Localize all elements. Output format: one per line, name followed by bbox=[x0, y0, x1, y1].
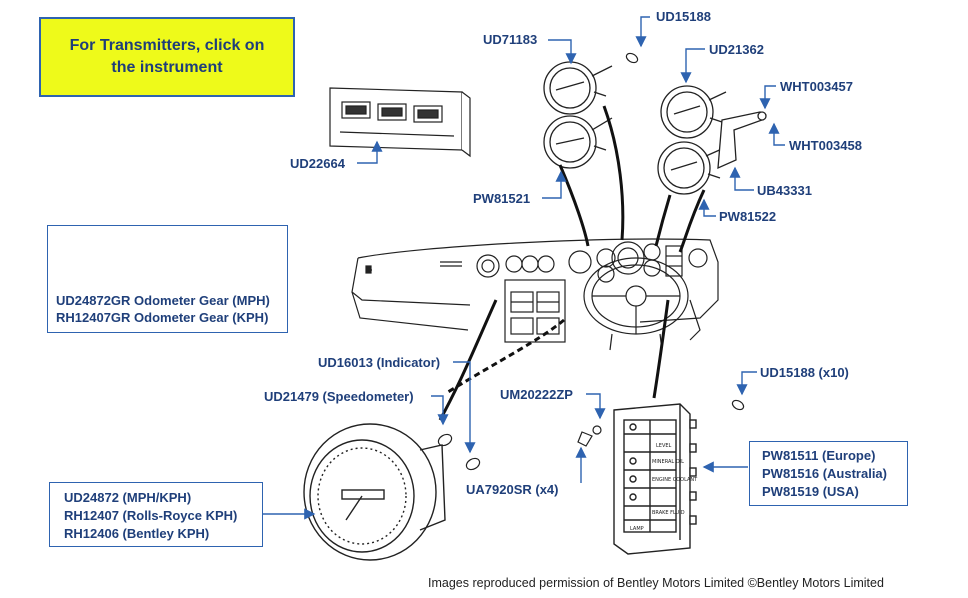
warning-panel-parts-box[interactable]: PW81511 (Europe) PW81516 (Australia) PW8… bbox=[749, 441, 908, 506]
odometer-gear-box[interactable]: UD24872GR Odometer Gear (MPH) RH12407GR … bbox=[47, 225, 288, 333]
warning-box-line-1: PW81511 (Europe) bbox=[762, 448, 876, 463]
speedo-box-line-1: UD24872 (MPH/KPH) bbox=[64, 490, 192, 505]
part-label-UD15188-x10[interactable]: UD15188 (x10) bbox=[760, 365, 849, 380]
speedometer-illustration bbox=[303, 423, 446, 561]
part-label-UD16013[interactable]: UD16013 (Indicator) bbox=[318, 355, 441, 370]
gear-box-line-1: UD24872GR Odometer Gear (MPH) bbox=[56, 293, 270, 308]
copyright-credit: Images reproduced permission of Bentley … bbox=[428, 576, 884, 590]
panel-level-text: LEVEL bbox=[656, 443, 672, 449]
part-label-UB43331[interactable]: UB43331 bbox=[757, 183, 812, 198]
panel-engine-coolant-text: ENGINE COOLANT bbox=[652, 477, 698, 483]
speedo-box-line-3: RH12406 (Bentley KPH) bbox=[64, 526, 210, 541]
banner-line-2: the instrument bbox=[111, 59, 223, 76]
warning-box-line-2: PW81516 (Australia) bbox=[762, 466, 887, 481]
part-label-WHT003457[interactable]: WHT003457 bbox=[780, 79, 853, 94]
speedo-box-line-2: RH12407 (Rolls-Royce KPH) bbox=[64, 508, 238, 523]
part-label-WHT003458[interactable]: WHT003458 bbox=[789, 138, 862, 153]
speedometer-parts-box[interactable]: UD24872 (MPH/KPH) RH12407 (Rolls-Royce K… bbox=[49, 482, 263, 547]
part-label-UD21362[interactable]: UD21362 bbox=[709, 42, 764, 57]
part-label-UD15188[interactable]: UD15188 bbox=[656, 9, 711, 24]
bulb-illustrations bbox=[437, 52, 745, 471]
clock-panel-illustration bbox=[329, 87, 471, 158]
dashboard-illustration bbox=[351, 238, 719, 351]
transmitters-instruction-banner[interactable]: For Transmitters, click on the instrumen… bbox=[39, 17, 295, 97]
gear-box-line-2: RH12407GR Odometer Gear (KPH) bbox=[56, 310, 269, 325]
leader-lines bbox=[263, 16, 785, 520]
part-label-UD71183[interactable]: UD71183 bbox=[483, 32, 538, 47]
warning-panel-text: LEVEL MINERAL OIL ENGINE COOLANT BRAKE F… bbox=[630, 443, 698, 532]
part-label-UA7920SR[interactable]: UA7920SR (x4) bbox=[466, 482, 559, 497]
part-label-UM20222ZP[interactable]: UM20222ZP bbox=[500, 387, 573, 402]
small-gauges-illustration bbox=[543, 61, 767, 195]
warning-panel-illustration bbox=[613, 403, 697, 555]
banner-line-1: For Transmitters, click on bbox=[69, 36, 265, 54]
part-label-PW81521[interactable]: PW81521 bbox=[473, 191, 531, 206]
warning-box-line-3: PW81519 (USA) bbox=[762, 484, 859, 499]
part-label-PW81522[interactable]: PW81522 bbox=[719, 209, 777, 224]
panel-lamp-text: LAMP bbox=[630, 526, 644, 532]
panel-mineral-oil-text: MINERAL OIL bbox=[652, 459, 684, 465]
part-label-UD21479[interactable]: UD21479 (Speedometer) bbox=[264, 389, 414, 404]
panel-brake-fluid-text: BRAKE FLUID bbox=[652, 510, 685, 516]
part-label-UD22664[interactable]: UD22664 bbox=[290, 156, 345, 171]
